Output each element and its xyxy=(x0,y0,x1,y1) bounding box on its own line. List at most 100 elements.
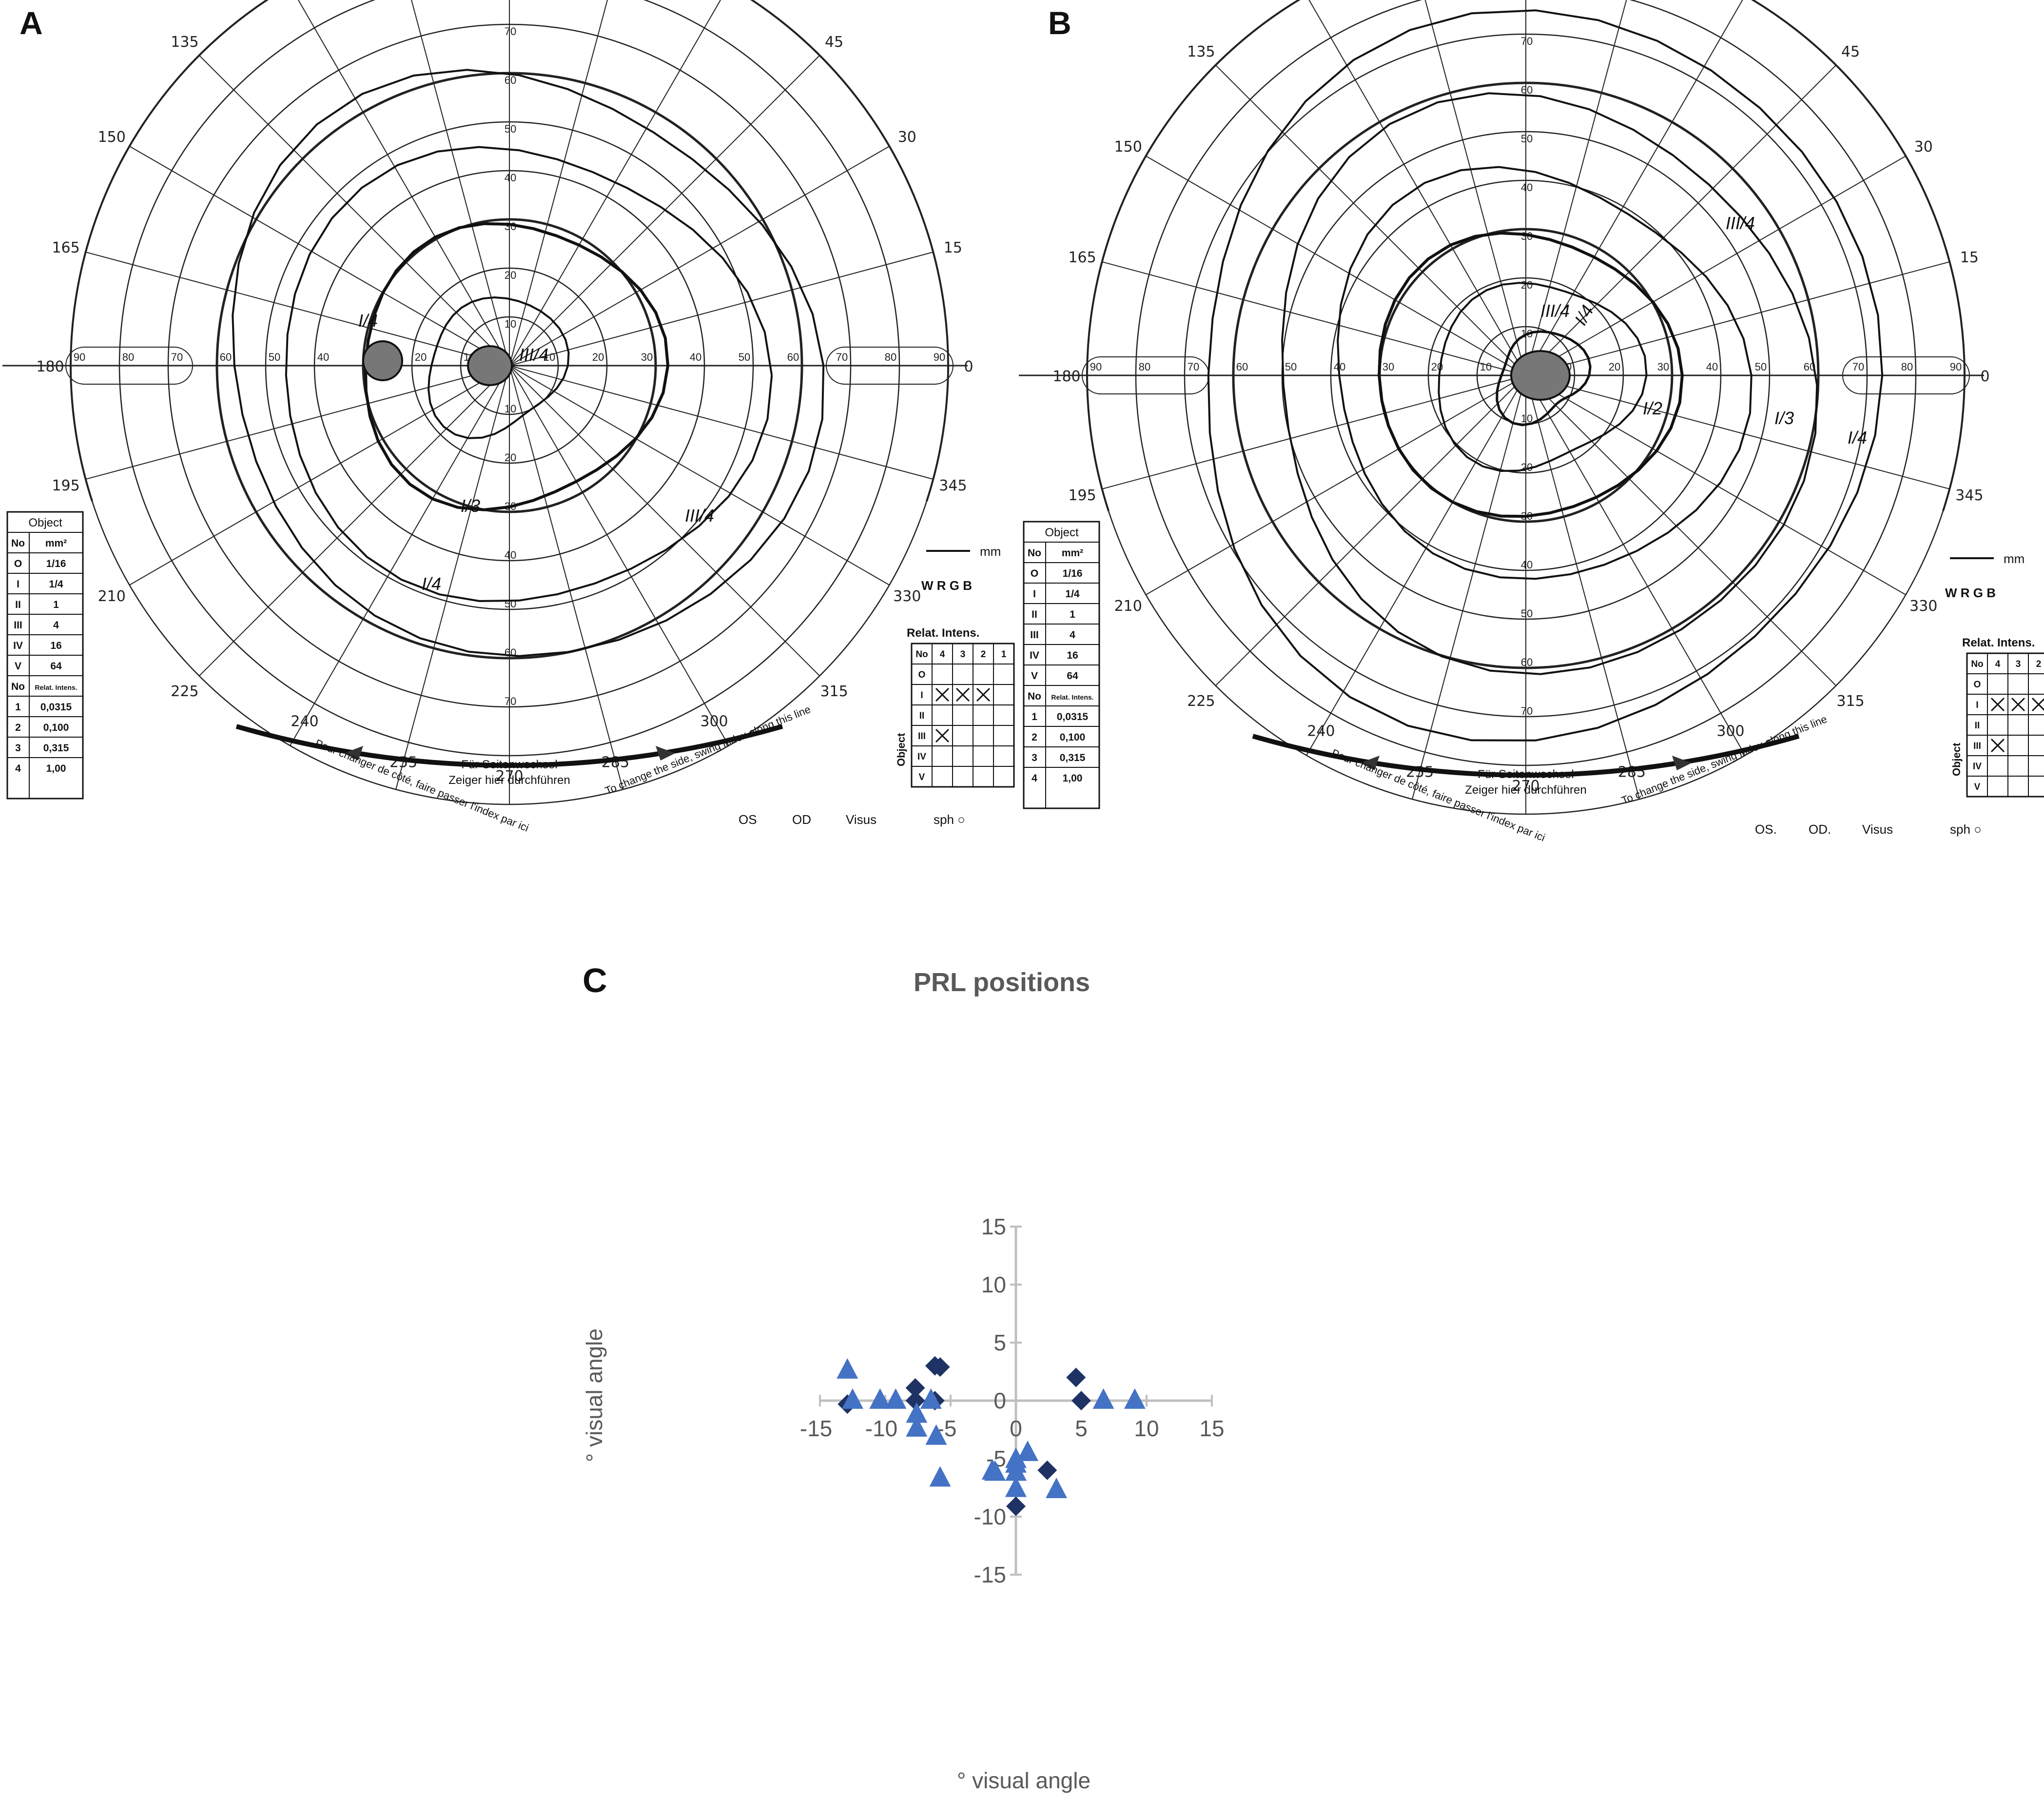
triangle-point xyxy=(842,1388,863,1409)
object-table-cell: 4 xyxy=(1070,629,1075,641)
object-table-cell: 0,315 xyxy=(43,742,69,754)
triangle-point xyxy=(1005,1460,1027,1481)
relat-table-row: II xyxy=(1975,721,1980,731)
horiz-label-right-80: 80 xyxy=(1901,361,1913,373)
object-table-cell: 4 xyxy=(53,620,59,631)
x-tick-label: 5 xyxy=(1075,1416,1088,1441)
object-table-cell: 2 xyxy=(1032,732,1037,743)
panel-letter: B xyxy=(1048,5,1071,41)
relat-table-title: Relat. Intens. xyxy=(907,626,979,640)
relat-table-row: I xyxy=(1976,700,1978,710)
meridian-345 xyxy=(1525,375,1950,489)
horiz-label-left-50: 50 xyxy=(269,351,280,363)
isopter-1 xyxy=(1438,282,1648,472)
x-tick-label: 0 xyxy=(1010,1416,1022,1441)
meridian-label-30: 30 xyxy=(1914,138,1933,156)
meridian-75 xyxy=(1525,0,1627,376)
object-table-title: Object xyxy=(1045,526,1079,539)
meridian-330 xyxy=(1525,375,1906,595)
eye-od: OD xyxy=(792,812,811,827)
band-text-line1: Für Seitenwechsel xyxy=(1478,768,1574,781)
meridian-120 xyxy=(297,0,510,366)
object-table-cell: 4 xyxy=(15,763,21,774)
radial-label-up-60: 60 xyxy=(1521,84,1533,96)
isopter-0 xyxy=(1496,330,1592,427)
meridian-label-300: 300 xyxy=(700,713,728,730)
object-table-cell: 16 xyxy=(1067,650,1078,661)
meridian-225 xyxy=(198,365,510,677)
triangle-point xyxy=(929,1466,951,1487)
isopter-2 xyxy=(1378,231,1684,518)
meridian-label-45: 45 xyxy=(1841,43,1860,60)
radial-label-down-40: 40 xyxy=(1521,559,1533,571)
object-table-cell: 3 xyxy=(1032,752,1037,763)
meridian-210 xyxy=(1146,375,1526,595)
isopter-3 xyxy=(232,69,825,657)
diamond-point xyxy=(1037,1460,1057,1480)
object-table-cell: III xyxy=(14,620,22,631)
radial-label-down-70: 70 xyxy=(1521,705,1533,717)
eye-sph: sph ○ xyxy=(1950,822,1982,837)
relat-table-col: 4 xyxy=(940,649,945,660)
radial-label-up-40: 40 xyxy=(505,172,516,184)
triangle-point xyxy=(925,1424,947,1445)
horiz-label-left-10: 10 xyxy=(1480,361,1492,373)
relat-table-col: 1 xyxy=(1001,649,1007,660)
radial-label-up-70: 70 xyxy=(1521,35,1533,47)
meridian-30 xyxy=(509,146,890,366)
color-codes: W R G B xyxy=(921,578,972,593)
isopter-mark-0: I/4 xyxy=(358,311,378,331)
horiz-label-right-20: 20 xyxy=(1609,361,1620,373)
horiz-label-left-80: 80 xyxy=(1139,361,1150,373)
meridian-label-225: 225 xyxy=(171,683,198,700)
radial-label-down-10: 10 xyxy=(505,403,516,415)
x-tick-label: 10 xyxy=(1134,1416,1159,1441)
horiz-label-left-70: 70 xyxy=(1187,361,1199,373)
object-table-cell: II xyxy=(1032,609,1037,620)
relat-table-col: 2 xyxy=(981,649,986,660)
object-table-cell: No xyxy=(11,681,25,692)
scotoma-0 xyxy=(1510,350,1571,401)
triangle-point xyxy=(906,1416,928,1437)
object-table-cell: 1/4 xyxy=(49,579,63,590)
relat-table xyxy=(1966,652,2044,798)
horiz-label-left-20: 20 xyxy=(415,351,427,363)
meridian-75 xyxy=(509,0,608,366)
horiz-label-left-30: 30 xyxy=(1382,361,1394,373)
radial-label-up-60: 60 xyxy=(505,74,516,86)
meridian-label-150: 150 xyxy=(1114,138,1142,156)
triangle-point xyxy=(1124,1388,1146,1409)
object-table-cell: V xyxy=(1031,670,1038,682)
meridian-30 xyxy=(1525,156,1906,376)
scotoma-0 xyxy=(467,345,513,386)
object-table-cell: 16 xyxy=(50,640,61,651)
meridian-60 xyxy=(509,0,721,366)
meridian-label-330: 330 xyxy=(1909,598,1937,615)
triangle-point xyxy=(920,1388,942,1409)
meridian-label-210: 210 xyxy=(1114,598,1142,615)
meridian-165 xyxy=(85,252,510,366)
object-table-cell: No xyxy=(1028,691,1041,702)
object-table-cell: IV xyxy=(1030,650,1039,661)
isopter-mark-4: I/4 xyxy=(1848,428,1867,448)
band-arrow-left xyxy=(344,746,363,761)
meridian-240 xyxy=(290,365,510,746)
object-table-cell: No xyxy=(11,538,25,549)
object-table-cell: IV xyxy=(13,640,23,651)
x-axis-label: ° visual angle xyxy=(957,1768,1090,1793)
relat-table-col: 2 xyxy=(2036,659,2042,669)
meridian-label-165: 165 xyxy=(52,239,79,256)
meridian-label-45: 45 xyxy=(825,34,843,51)
band-arrow-right xyxy=(1672,756,1692,770)
triangle-point xyxy=(981,1459,1003,1480)
isopter-0 xyxy=(428,296,570,439)
relat-table-row: IV xyxy=(1973,762,1982,772)
relat-table-row: III xyxy=(1973,741,1981,751)
horiz-label-right-40: 40 xyxy=(1706,361,1718,373)
meridian-105 xyxy=(1424,0,1526,376)
triangle-point xyxy=(1017,1440,1039,1461)
object-table-cell: Relat. Intens. xyxy=(35,684,77,691)
band-text-line1: Für Seitenwechsel xyxy=(461,758,557,771)
object-table-cell: 0,100 xyxy=(43,722,69,733)
